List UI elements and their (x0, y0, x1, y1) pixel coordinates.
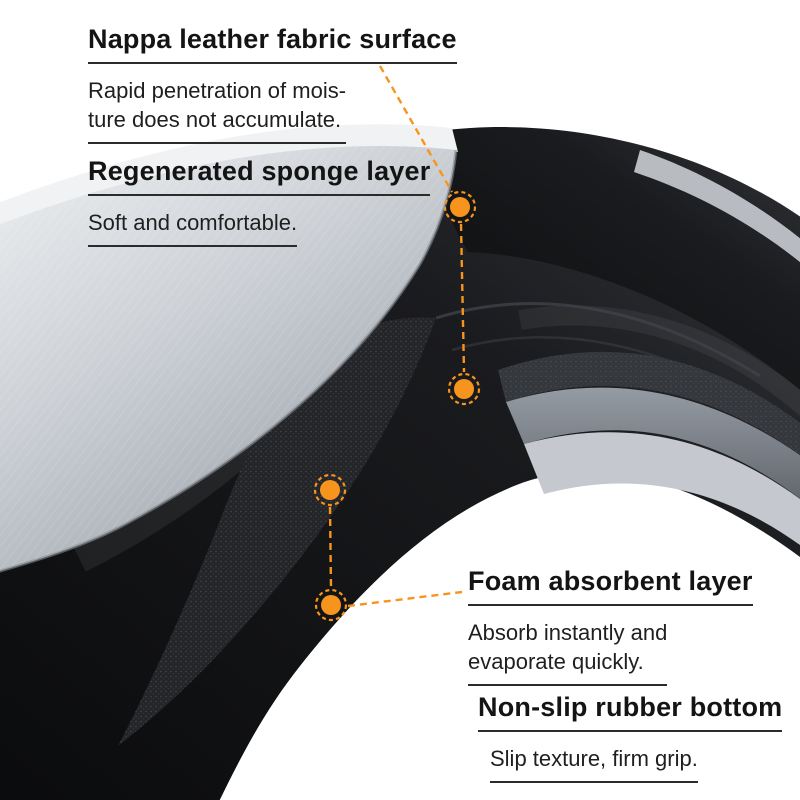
foam-callout-desc-line2: evaporate quickly. (468, 649, 644, 675)
fabric-surface-marker (443, 190, 477, 224)
rubber-callout-title: Non-slip rubber bottom (478, 692, 783, 733)
fabric-callout-desc-line2: ture does not accumulate. (88, 107, 342, 133)
sponge-callout-title: Regenerated sponge layer (88, 156, 431, 197)
rubber-callout-desc: Slip texture, firm grip. (490, 744, 698, 784)
callout-top-left-group: Nappa leather fabric surface Rapid penet… (88, 24, 457, 259)
layer-edge-line-1 (435, 302, 761, 378)
foam-callout-title: Foam absorbent layer (468, 566, 753, 607)
fabric-lower-edge-line (0, 149, 458, 573)
fabric-callout-title: Nappa leather fabric surface (88, 24, 457, 65)
callout-rubber-bottom: Non-slip rubber bottom Slip texture, fir… (478, 692, 783, 795)
foam-callout-desc: Absorb instantly and evaporate quickly. (468, 618, 668, 687)
foam-layer-marker (313, 473, 347, 507)
mat-fabric-edge-sliver (634, 150, 800, 263)
rubber-bottom-marker (314, 588, 348, 622)
leader-line-sponge (459, 223, 466, 373)
callout-foam-layer: Foam absorbent layer Absorb instantly an… (468, 566, 753, 698)
gray-foam-edge-band (506, 387, 800, 499)
fabric-surface-texture (0, 146, 456, 572)
rubber-callout-desc-line1: Slip texture, firm grip. (490, 746, 698, 772)
sponge-callout-desc-line1: Soft and comfortable. (88, 210, 298, 236)
mesh-band-speckle (498, 351, 800, 456)
fabric-callout-desc-line1: Rapid penetration of mois- (88, 78, 347, 104)
foam-texture-speckle (118, 317, 436, 746)
fabric-callout-desc: Rapid penetration of mois- ture does not… (88, 76, 347, 145)
fabric-bright-edge (0, 124, 458, 231)
silver-bottom-edge-band (524, 432, 800, 546)
leader-line-foam (328, 506, 333, 589)
sponge-callout-desc: Soft and comfortable. (88, 208, 298, 248)
leader-line-rubber (347, 590, 463, 608)
sponge-layer-marker (447, 372, 481, 406)
leader-line-fabric (378, 65, 454, 193)
foam-callout-desc-line1: Absorb instantly and (468, 620, 668, 646)
